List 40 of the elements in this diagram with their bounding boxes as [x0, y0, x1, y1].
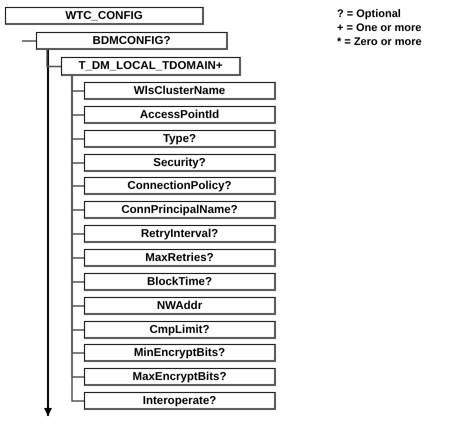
element-name: MinEncryptBits?: [134, 346, 226, 358]
legend-note: * = Zero or more: [337, 36, 422, 48]
element-name: Interoperate?: [142, 394, 216, 406]
element-name: CmpLimit?: [149, 324, 210, 336]
element-box: [84, 297, 276, 315]
element-box: [84, 177, 276, 195]
element-name: Security?: [153, 156, 206, 168]
element-name: WTC_CONFIG: [65, 10, 143, 22]
element-name: NWAddr: [156, 300, 202, 312]
element-name: AccessPointId: [140, 108, 220, 120]
element-box: [84, 201, 276, 219]
element-name: ConnectionPolicy?: [127, 180, 232, 192]
element-box: [84, 154, 276, 172]
element-name: WlsClusterName: [134, 84, 226, 96]
legend-note: + = One or more: [337, 22, 422, 34]
element-box: [84, 344, 276, 362]
arrow: [44, 50, 52, 416]
element-name: MaxEncryptBits?: [132, 370, 226, 382]
legend-note: ? = Optional: [337, 8, 401, 20]
element-box: [84, 392, 276, 410]
element-box: [84, 130, 276, 148]
element-box: [61, 57, 241, 76]
element-name: RetryInterval?: [140, 228, 218, 240]
element-box: [5, 7, 204, 25]
element-box: [84, 273, 276, 291]
element-box: [36, 32, 228, 50]
element-box: [84, 225, 276, 243]
element-box: [84, 368, 276, 386]
connector-line: [22, 40, 36, 42]
element-name: MaxRetries?: [145, 252, 214, 264]
element-name: ConnPrincipalName?: [121, 204, 238, 216]
element-box: [84, 249, 276, 267]
element-box: [84, 321, 276, 339]
connector-line: [46, 50, 61, 68]
element-box: [84, 82, 276, 100]
element-box: [84, 106, 276, 124]
element-name: BDMCONFIG?: [92, 34, 170, 46]
element-name: T_DM_LOCAL_TDOMAIN+: [78, 60, 223, 72]
element-name: Type?: [162, 132, 196, 144]
element-name: BlockTime?: [147, 276, 212, 288]
